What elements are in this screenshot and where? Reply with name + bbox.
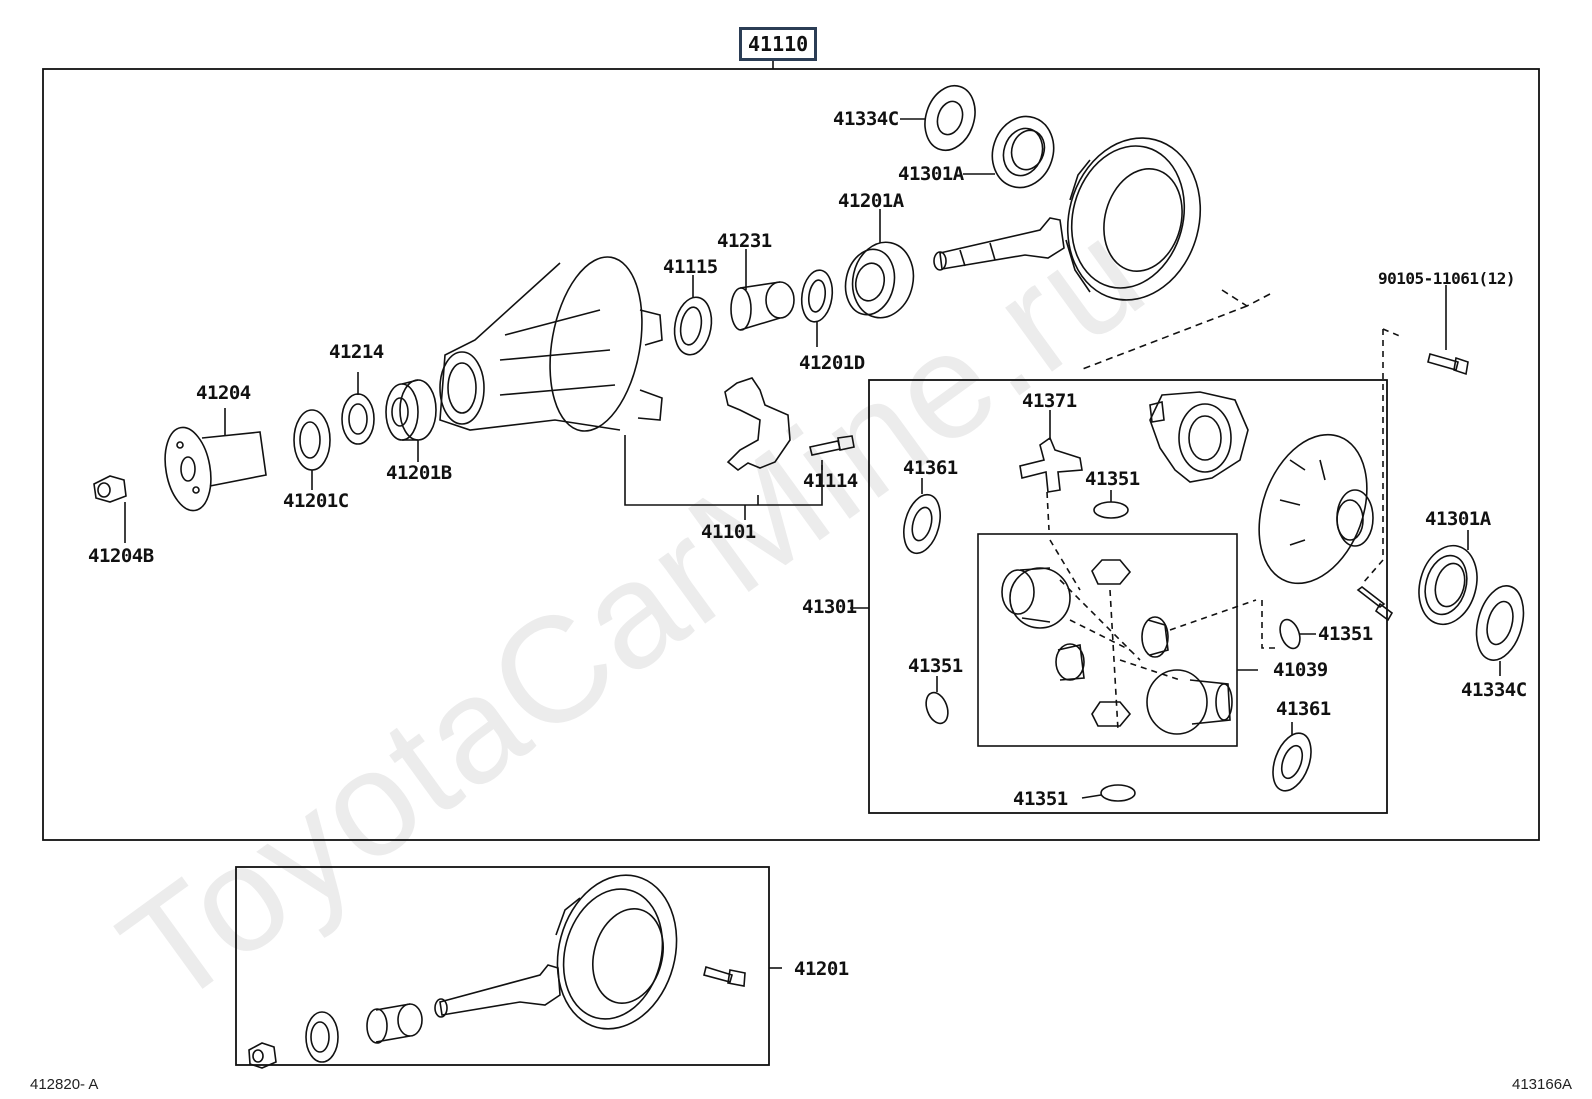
ring-pinion-set-frame [235, 866, 770, 1066]
label-41231: 41231 [717, 230, 772, 252]
label-41114: 41114 [803, 470, 858, 492]
housing-bracket [624, 435, 823, 506]
differential-case-upper [1149, 391, 1249, 483]
label-41371: 41371 [1022, 390, 1077, 412]
ring-gear-bottom [434, 874, 678, 1030]
label-41204b: 41204B [88, 545, 154, 567]
differential-case-right [1258, 433, 1374, 585]
label-41361-left: 41361 [903, 457, 958, 479]
label-90105-11061: 90105-11061(12) [1378, 269, 1516, 288]
washer-41351-bottom [1100, 784, 1136, 802]
label-41039: 41039 [1273, 659, 1328, 681]
differential-subframe [868, 379, 1388, 814]
dashed-leader-ring [1079, 293, 1271, 371]
label-41201a: 41201A [838, 190, 904, 212]
label-41101: 41101 [701, 521, 756, 543]
label-41301a-top: 41301A [898, 163, 964, 185]
label-41201d: 41201D [799, 352, 865, 374]
pinion-gear-mid-left [1055, 643, 1085, 681]
carrier-housing [439, 256, 663, 432]
bearing-41301a-right [1418, 544, 1478, 626]
label-41201b: 41201B [386, 462, 452, 484]
label-41115: 41115 [663, 256, 718, 278]
label-41301: 41301 [802, 596, 857, 618]
nut-41204b [93, 475, 127, 503]
assembly-code-41110: 41110 [739, 27, 818, 61]
bolt-90105 [1427, 353, 1469, 376]
label-41351-left: 41351 [908, 655, 963, 677]
bolt-bottom-box [703, 965, 746, 987]
thrust-washer-41361-left [903, 493, 941, 555]
bolt-small-right [1356, 585, 1394, 622]
ring-gear-pinion-top [933, 137, 1202, 301]
seal-41201c [293, 409, 331, 471]
label-41204: 41204 [196, 382, 251, 404]
shim-41214 [341, 393, 375, 445]
washer-41351-top [1093, 501, 1129, 519]
main-assembly-frame [42, 68, 1540, 841]
bearing-41301a-top [991, 115, 1055, 189]
spacer-41231 [730, 281, 795, 331]
figure-ref-left: 412820- A [30, 1076, 99, 1093]
spacer-bottom-box [366, 1003, 423, 1044]
shim-41334c-top [924, 84, 976, 152]
pinion-gear-top [1091, 559, 1132, 585]
label-41201c: 41201C [283, 490, 349, 512]
spider-41371 [1019, 436, 1083, 493]
label-41351-top: 41351 [1085, 468, 1140, 490]
bearing-41201b [385, 379, 437, 441]
side-gear-left [1001, 567, 1071, 629]
label-41351-right: 41351 [1318, 623, 1373, 645]
label-41334c-top: 41334C [833, 108, 899, 130]
thrust-washer-41361-right [1272, 732, 1312, 792]
label-41351-bottom: 41351 [1013, 788, 1068, 810]
bolt-41114 [809, 435, 855, 456]
washer-41351-left [925, 691, 949, 725]
nut-bottom-box [248, 1042, 277, 1069]
label-41201: 41201 [794, 958, 849, 980]
bearing-41201a [844, 241, 915, 319]
figure-ref-right: 413166A [1512, 1076, 1573, 1093]
pinion-gear-subframe [977, 533, 1238, 747]
bearing-cap-41101 [724, 377, 791, 471]
washer-41351-right [1279, 618, 1301, 650]
companion-flange-41204 [164, 426, 267, 512]
dashed-assembly-lines [1049, 539, 1257, 731]
label-41361-right: 41361 [1276, 698, 1331, 720]
side-gear-right [1146, 669, 1233, 735]
shim-41334c-right [1475, 585, 1525, 661]
pinion-gear-mid-right [1141, 616, 1169, 658]
label-41301a-right: 41301A [1425, 508, 1491, 530]
seal-bottom-box [305, 1011, 339, 1063]
pinion-gear-bottom [1091, 701, 1132, 727]
label-41214: 41214 [329, 341, 384, 363]
shim-41201d [800, 269, 834, 323]
seal-41115 [673, 296, 713, 356]
label-41334c-right: 41334C [1461, 679, 1527, 701]
